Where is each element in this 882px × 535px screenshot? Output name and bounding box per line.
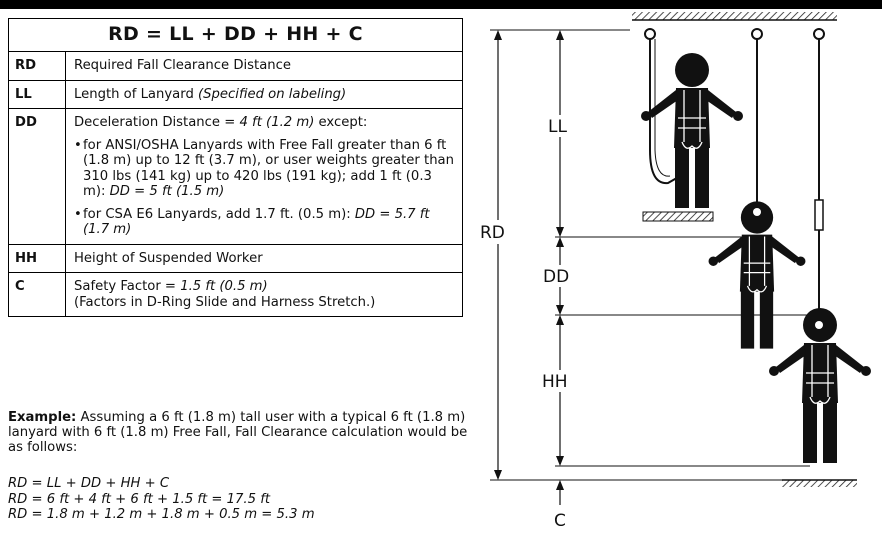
dd-bullet-ansi-text: for ANSI/OSHA Lanyards with Free Fall gr…: [83, 137, 455, 200]
rd-label: RD: [480, 223, 505, 243]
dd-bullet-csa-text: for CSA E6 Lanyards, add 1.7 ft. (0.5 m)…: [83, 206, 355, 222]
desc-c: Safety Factor = 1.5 ft (0.5 m) (Factors …: [65, 272, 463, 317]
ll-label-bg: [542, 115, 582, 137]
fall-clearance-diagram: RD LL DD HH C: [476, 12, 872, 531]
example-label: Example:: [8, 410, 77, 425]
desc-dd-prefix: Deceleration Distance =: [74, 115, 240, 130]
desc-ll: Length of Lanyard (Specified on labeling…: [65, 79, 463, 109]
hh-arrow-top: [556, 315, 564, 325]
example-paragraph: Example: Assuming a 6 ft (1.8 m) tall us…: [8, 410, 468, 455]
desc-dd-main: Deceleration Distance = 4 ft (1.2 m) exc…: [74, 115, 454, 131]
desc-ll-text: Length of Lanyard: [74, 86, 194, 102]
abbr-dd: DD: [8, 108, 66, 245]
formula-row: RD = LL + DD + HH + C: [8, 18, 463, 52]
table-row: LL Length of Lanyard (Specified on label…: [8, 79, 463, 109]
calculation-block: RD = LL + DD + HH + C RD = 6 ft + 4 ft +…: [8, 476, 315, 523]
table-row: HH Height of Suspended Worker: [8, 243, 463, 273]
c-label: C: [554, 511, 566, 531]
hh-label-bg: [538, 370, 582, 392]
table-row: DD Deceleration Distance = 4 ft (1.2 m) …: [8, 108, 463, 245]
d-ring-suspended-icon: [815, 321, 823, 329]
dd-bullet-ansi-value: DD = 5 ft (1.5 m): [109, 184, 225, 199]
lanyard-standing: [649, 39, 683, 185]
rd-label-bg: [476, 220, 522, 244]
dd-bullet-csa-value: DD = 5.7 ft (1.7 m): [83, 206, 430, 238]
hh-arrow-bottom: [556, 456, 564, 466]
desc-c-prefix: Safety Factor =: [74, 279, 181, 294]
ground-surface: [782, 480, 857, 487]
rd-arrow-top: [494, 30, 502, 40]
formula-heading: RD = LL + DD + HH + C: [8, 18, 463, 52]
dd-bullet-csa: for CSA E6 Lanyards, add 1.7 ft. (0.5 m)…: [74, 207, 454, 238]
table-row: RD Required Fall Clearance Distance: [8, 51, 463, 81]
standing-worker-figure: [640, 52, 744, 209]
ll-label: LL: [548, 117, 567, 137]
abbr-rd: RD: [8, 51, 66, 81]
desc-dd-value: 4 ft (1.2 m): [239, 115, 315, 130]
top-bar: [0, 0, 882, 9]
desc-ll-note: (Specified on labeling): [198, 86, 347, 102]
abbr-hh: HH: [8, 243, 66, 273]
fall-clearance-table: RD = LL + DD + HH + C RD Required Fall C…: [8, 18, 463, 317]
c-arrow: [556, 480, 564, 490]
calc-line-feet: RD = 6 ft + 4 ft + 6 ft + 1.5 ft = 17.5 …: [8, 491, 271, 507]
abbr-c: C: [8, 272, 66, 317]
hh-label: HH: [542, 372, 568, 392]
d-ring-icon: [753, 208, 761, 216]
dd-bullet-ansi: for ANSI/OSHA Lanyards with Free Fall gr…: [74, 138, 454, 200]
dd-label: DD: [543, 267, 569, 287]
ll-arrow-top: [556, 30, 564, 40]
desc-c-note: (Factors in D-Ring Slide and Harness Str…: [74, 294, 376, 310]
anchor-hooks: [644, 28, 825, 40]
abbr-ll: LL: [8, 79, 66, 109]
rd-arrow-bottom: [494, 470, 502, 480]
example-text: Assuming a 6 ft (1.8 m) tall user with a…: [8, 410, 468, 455]
calc-line-meters: RD = 1.8 m + 1.2 m + 1.8 m + 0.5 m = 5.3…: [8, 507, 315, 522]
dd-arrow-bottom: [556, 305, 564, 315]
desc-dd: Deceleration Distance = 4 ft (1.2 m) exc…: [65, 108, 463, 245]
table-row: C Safety Factor = 1.5 ft (0.5 m) (Factor…: [8, 272, 463, 317]
dd-label-bg: [538, 265, 582, 287]
falling-worker-figure: [707, 200, 807, 350]
desc-rd: Required Fall Clearance Distance: [65, 51, 463, 81]
calc-line-formula: RD = LL + DD + HH + C: [8, 476, 170, 491]
dd-arrow-top: [556, 237, 564, 247]
ll-arrow-bottom: [556, 227, 564, 237]
lanyard-standing-inner: [654, 39, 671, 177]
desc-hh: Height of Suspended Worker: [65, 243, 463, 273]
suspended-worker-figure: [768, 307, 872, 464]
energy-absorber: [814, 199, 824, 231]
work-platform: [642, 211, 714, 222]
ceiling-beam: [632, 12, 837, 20]
desc-dd-suffix: except:: [314, 115, 368, 130]
desc-c-value: 1.5 ft (0.5 m): [180, 279, 268, 294]
